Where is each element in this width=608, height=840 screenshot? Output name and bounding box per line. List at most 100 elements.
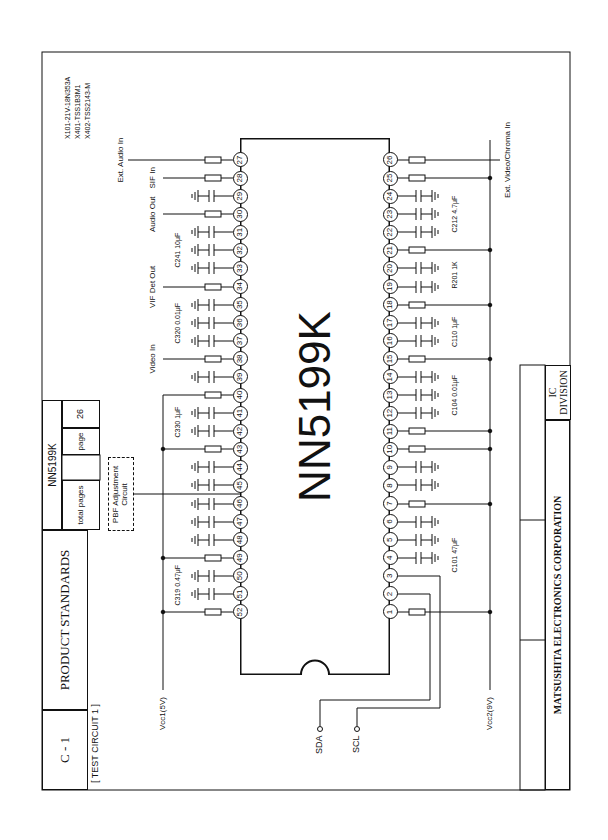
supply-name: Vcc2(9V) bbox=[486, 696, 495, 731]
pin-number: 35 bbox=[233, 297, 248, 312]
terminal bbox=[318, 727, 323, 732]
signal-name: Ext. Video/Chroma In bbox=[504, 121, 513, 199]
pin-number: 34 bbox=[233, 279, 248, 294]
resistor-symbol bbox=[163, 609, 233, 615]
pin-number: 1 bbox=[383, 605, 398, 620]
title-cell: PRODUCT STANDARDS bbox=[42, 530, 88, 710]
sheet-frame bbox=[42, 52, 570, 790]
page-label-cell: page bbox=[62, 428, 100, 455]
pin-number: 23 bbox=[383, 207, 398, 222]
capacitor-symbol bbox=[397, 479, 438, 491]
capacitor-symbol bbox=[192, 299, 233, 311]
signal-name: VIF Det Out bbox=[149, 265, 158, 309]
pin-number: 44 bbox=[233, 460, 248, 475]
box-text: C - 1 bbox=[58, 737, 72, 763]
resistor-symbol bbox=[397, 609, 490, 615]
resistor-symbol bbox=[163, 356, 233, 362]
signal-name: SCL bbox=[352, 734, 362, 754]
pin-number: 39 bbox=[233, 369, 248, 384]
pin-number: 52 bbox=[233, 605, 248, 620]
capacitor-symbol bbox=[192, 335, 233, 347]
pin-number: 45 bbox=[233, 478, 248, 493]
component-value: C330 1μF bbox=[174, 406, 182, 439]
pin-number: 14 bbox=[383, 369, 398, 384]
pin-number: 15 bbox=[383, 351, 398, 366]
resistor-symbol bbox=[397, 428, 490, 434]
resistor-symbol bbox=[397, 302, 490, 308]
pin-number: 25 bbox=[383, 171, 398, 186]
connector-wire bbox=[134, 494, 240, 495]
title-grid bbox=[520, 520, 545, 640]
part-note: X402-TSS2143-M bbox=[84, 82, 92, 140]
pin-number: 11 bbox=[383, 424, 398, 439]
capacitor-symbol bbox=[397, 407, 438, 419]
total-pages-cell: total pages bbox=[62, 480, 100, 530]
box-text: page bbox=[77, 433, 86, 451]
component-value: R201 1K bbox=[451, 260, 459, 289]
supply-name: Vcc1(5V) bbox=[159, 696, 168, 731]
title-strip bbox=[520, 365, 545, 790]
capacitor-symbol bbox=[397, 281, 438, 293]
pin-number: 46 bbox=[233, 496, 248, 511]
resistor-symbol bbox=[163, 555, 233, 561]
capacitor-symbol bbox=[192, 570, 233, 582]
signal-name: Video In bbox=[149, 343, 158, 374]
capacitor-symbol bbox=[192, 516, 233, 528]
capacitor-symbol bbox=[192, 190, 233, 202]
capacitor-symbol bbox=[397, 371, 438, 383]
capacitor-symbol bbox=[397, 208, 438, 220]
ic-package: NN5199K bbox=[240, 138, 390, 675]
ic-body bbox=[241, 139, 390, 675]
resistor-symbol bbox=[397, 446, 490, 452]
page-number-cell: 26 bbox=[62, 400, 100, 428]
capacitor-symbol bbox=[192, 588, 233, 600]
company-cell: MATSUSHITA ELECTRONICS CORPORATION bbox=[545, 420, 570, 790]
capacitor-symbol bbox=[397, 190, 438, 202]
vcc2-rail bbox=[490, 140, 491, 690]
pin-number: 33 bbox=[233, 261, 248, 276]
pin-number: 31 bbox=[233, 225, 248, 240]
pin-number: 24 bbox=[383, 189, 398, 204]
pin-number: 3 bbox=[383, 568, 398, 583]
capacitor-symbol bbox=[192, 425, 233, 437]
pin-number: 41 bbox=[233, 406, 248, 421]
component-value: C212 4.7μF bbox=[451, 195, 459, 234]
pin-number: 32 bbox=[233, 243, 248, 258]
pin-number: 37 bbox=[233, 333, 248, 348]
resistor-symbol bbox=[163, 284, 233, 290]
pin-number: 28 bbox=[233, 171, 248, 186]
signal-name: SDA bbox=[315, 734, 325, 755]
box-text: 26 bbox=[76, 409, 86, 419]
pin-number: 38 bbox=[233, 351, 248, 366]
part-note: X101-21V-18N353A bbox=[64, 76, 72, 140]
pin-number: 13 bbox=[383, 388, 398, 403]
pin-number: 50 bbox=[233, 568, 248, 583]
title-cell bbox=[62, 455, 100, 480]
capacitor-symbol bbox=[397, 335, 438, 347]
capacitor-symbol bbox=[397, 461, 438, 473]
pin-number: 19 bbox=[383, 279, 398, 294]
component-value: C110 1μF bbox=[451, 316, 459, 348]
pin-number: 48 bbox=[233, 532, 248, 547]
capacitor-symbol bbox=[192, 244, 233, 256]
capacitor-symbol bbox=[397, 262, 438, 274]
capacitor-symbol bbox=[192, 407, 233, 419]
pin-number: 17 bbox=[383, 315, 398, 330]
pin-number: 21 bbox=[383, 243, 398, 258]
signal-name: SIF In bbox=[149, 166, 158, 189]
pin-number: 51 bbox=[233, 586, 248, 601]
resistor-symbol bbox=[397, 501, 490, 507]
capacitor-symbol bbox=[192, 498, 233, 510]
box-text: PRODUCT STANDARDS bbox=[58, 550, 72, 691]
pin-number: 27 bbox=[233, 153, 248, 168]
pin-number: 8 bbox=[383, 478, 398, 493]
part-note: X401-TSS1B3M1 bbox=[74, 84, 82, 140]
box-text: NN5199K bbox=[47, 443, 58, 486]
capacitor-symbol bbox=[397, 516, 438, 528]
box-text: total pages bbox=[77, 485, 86, 524]
resistor-symbol bbox=[163, 392, 233, 398]
component-value: C104 0.01μF bbox=[451, 374, 459, 417]
resistor-symbol bbox=[163, 211, 233, 217]
pin-number: 43 bbox=[233, 442, 248, 457]
